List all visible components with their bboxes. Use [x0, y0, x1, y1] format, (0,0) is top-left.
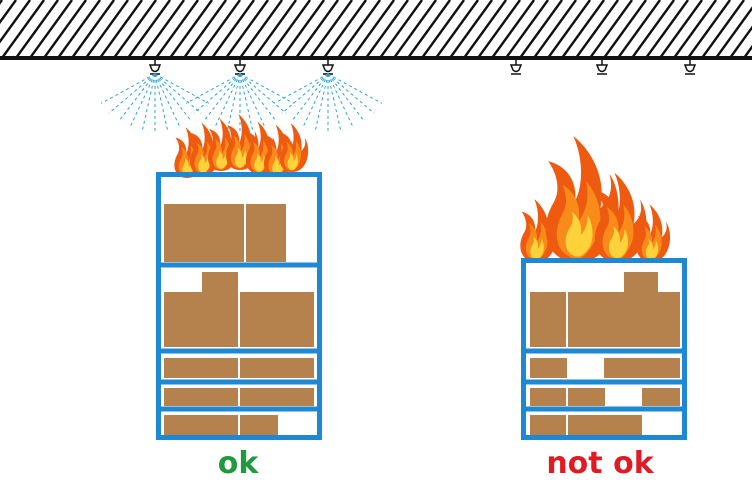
water-spray [100, 73, 383, 133]
fire-icon [174, 114, 309, 178]
box [202, 272, 238, 294]
box [642, 388, 680, 406]
box [604, 358, 680, 378]
rack-not-ok [520, 136, 687, 440]
ceiling-beam [0, 56, 752, 60]
box [530, 415, 642, 435]
sprinkler-heads [148, 60, 697, 75]
box [164, 415, 278, 435]
label-not-ok: not ok [546, 446, 654, 481]
fire-icon [520, 136, 671, 262]
box [530, 358, 567, 378]
box-seams [238, 204, 246, 435]
box-group [530, 272, 680, 435]
sprinkler-head-icon [148, 60, 162, 75]
box [624, 272, 658, 294]
storage-rack-icon [156, 172, 322, 440]
sprinkler-head-icon [321, 60, 335, 75]
sprinkler-head-icon [233, 60, 247, 75]
sprinkler-head-icon [509, 60, 523, 75]
ceiling [0, 0, 752, 58]
sprinkler-head-icon [595, 60, 609, 75]
sprinkler-head-icon [683, 60, 697, 75]
box [530, 292, 680, 347]
box [164, 204, 286, 262]
storage-rack-icon [521, 258, 687, 440]
label-ok: ok [217, 446, 259, 481]
rack-ok [156, 114, 322, 440]
